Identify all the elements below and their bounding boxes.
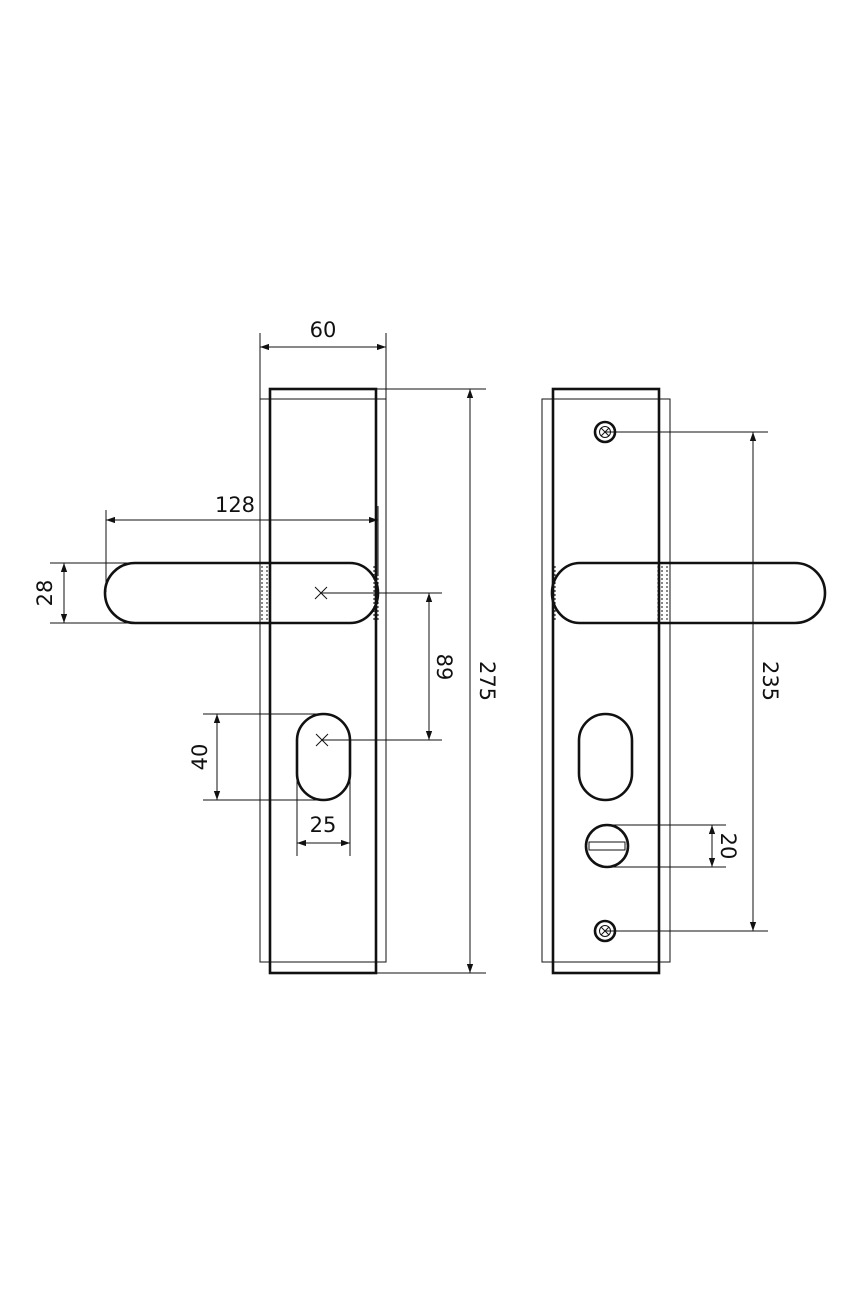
front-plate xyxy=(268,387,378,975)
dim-lever-length: 128 xyxy=(105,493,379,592)
front-lever xyxy=(103,561,380,625)
dim-label-cylinder-to-lever: 89 xyxy=(432,654,456,681)
dim-label-lever-length: 128 xyxy=(215,493,255,517)
back-backplate xyxy=(541,398,671,963)
dim-label-total-length: 275 xyxy=(475,661,499,701)
back-plate xyxy=(551,387,661,975)
front-view: 60 275 128 28 89 xyxy=(33,318,499,975)
dim-label-plate-width: 60 xyxy=(310,318,337,342)
dim-plate-width: 60 xyxy=(259,318,387,399)
back-lever xyxy=(550,561,827,625)
dim-thumbturn: 20 xyxy=(607,824,740,868)
front-cylinder-hole xyxy=(295,712,352,802)
dim-screw-spacing: 235 xyxy=(605,431,782,932)
dim-label-cylinder-height: 40 xyxy=(188,744,212,771)
dim-label-thumbturn: 20 xyxy=(716,833,740,860)
thumbturn-icon xyxy=(584,823,630,869)
back-cylinder-hole xyxy=(577,712,634,802)
dim-cylinder-height: 40 xyxy=(188,713,323,801)
dim-lever-height: 28 xyxy=(33,562,135,624)
dim-cylinder-to-lever: 89 xyxy=(322,592,456,741)
dim-label-screw-spacing: 235 xyxy=(758,661,782,701)
lever-center-mark xyxy=(314,586,328,600)
dim-total-length: 275 xyxy=(376,388,499,974)
back-view: 235 20 xyxy=(541,387,827,975)
dim-label-lever-height: 28 xyxy=(33,580,57,607)
front-backplate xyxy=(259,398,387,963)
dim-cylinder-width: 25 xyxy=(296,760,351,856)
dim-label-cylinder-width: 25 xyxy=(310,813,337,837)
